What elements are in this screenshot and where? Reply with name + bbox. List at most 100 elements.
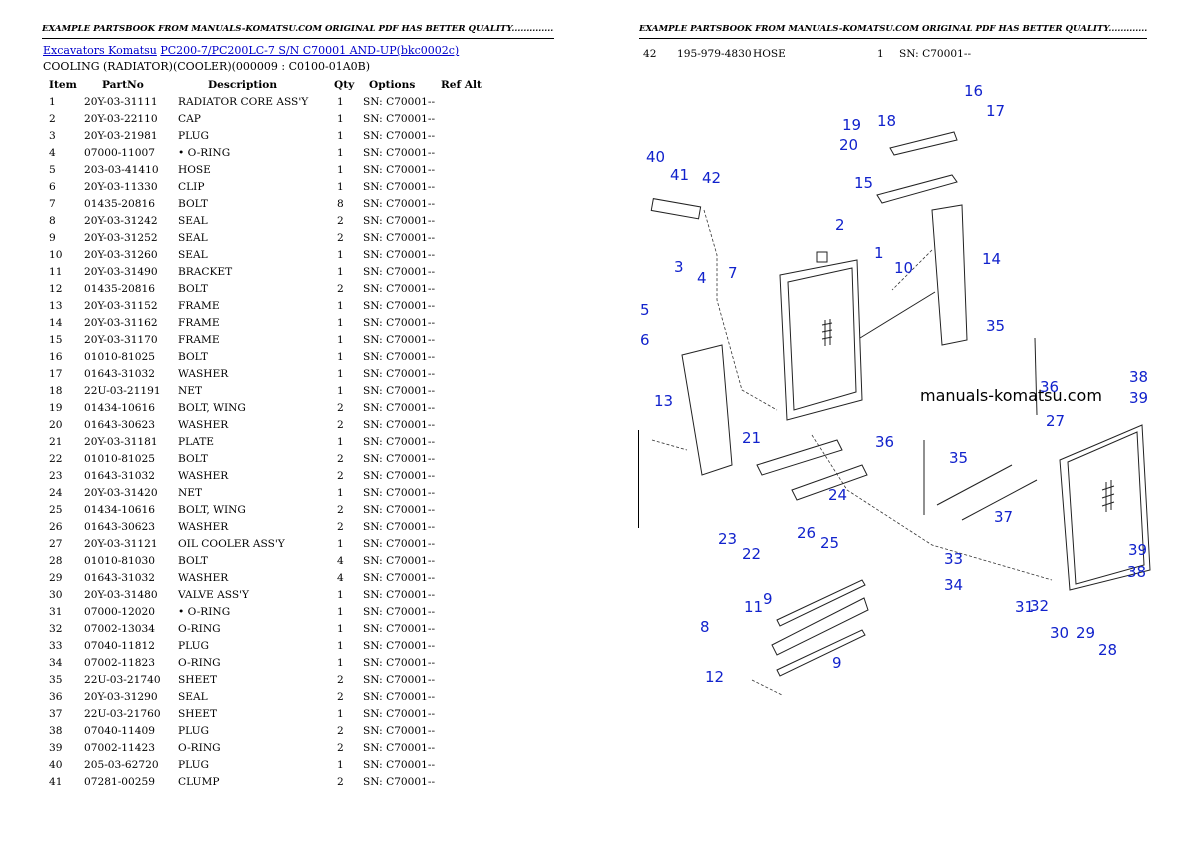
cell-options: SN: C70001-- [363,180,436,193]
breadcrumb-link-category[interactable]: Excavators Komatsu [43,44,157,57]
callout-label: 4 [697,269,707,287]
cell-ref-alt [441,263,491,280]
cell-options: SN: C70001-- [363,452,436,465]
cell-options: SN: C70001-- [363,265,436,278]
cell-item: 38 [49,724,63,737]
cell-partno: 01434-10616 [84,401,155,414]
callout-label: 3 [674,258,684,276]
cell-description: OIL COOLER ASS'Y [178,537,285,550]
callout-label: 38 [1129,368,1148,386]
callout-label: 34 [944,576,963,594]
cell-partno: 07000-11007 [84,146,155,159]
cell-partno: 01010-81025 [84,452,155,465]
callout-label: 2 [835,216,845,234]
cell-description: FRAME [178,333,220,346]
cell-qty: 1 [337,622,344,635]
cell-options: SN: C70001-- [363,146,436,159]
cell-options: SN: C70001-- [363,333,436,346]
cell-ref-alt [441,433,491,450]
cell-qty: 4 [337,554,344,567]
cell-partno: 01010-81030 [84,554,155,567]
cell-partno: 20Y-03-31490 [84,265,158,278]
cell-qty: 1 [337,333,344,346]
cell-ref-alt [441,739,491,756]
cell-ref-alt [441,212,491,229]
cell-item: 29 [49,571,63,584]
divider-line [638,430,639,528]
cell-qty: 8 [337,197,344,210]
cell-partno: 20Y-03-22110 [84,112,158,125]
callout-label: 18 [877,112,896,130]
cell-ref-alt [441,535,491,552]
cell-description: BOLT [178,282,208,295]
cell-partno: 20Y-03-31260 [84,248,158,261]
cell-options: SN: C70001-- [363,435,436,448]
cell-ref-alt [441,399,491,416]
net-top [889,131,958,156]
cell-qty: 1 [337,350,344,363]
callout-label: 42 [702,169,721,187]
cell-item: 12 [49,282,63,295]
cell-description: NET [178,486,203,499]
cell-options: SN: C70001-- [363,639,436,652]
callout-label: 39 [1128,541,1147,559]
cell-qty: 1 [337,367,344,380]
cell-description: SHEET [178,707,218,720]
cell-description: BOLT, WING [178,503,246,516]
cell-partno: 20Y-03-31121 [84,537,158,550]
cell-item: 22 [49,452,63,465]
cell-partno: 07281-00259 [84,775,155,788]
cell-options: SN: C70001-- [363,775,436,788]
breadcrumb-link-model[interactable]: PC200-7/PC200LC-7 S/N C70001 AND-UP(bkc0… [160,44,460,57]
cell-qty: 1 [337,639,344,652]
cell-options: SN: C70001-- [363,724,436,737]
cell-options: SN: C70001-- [363,112,436,125]
cell-partno: 07040-11812 [84,639,155,652]
plate [756,439,843,476]
cell-qty: 2 [337,690,344,703]
parts-table: Item PartNo Description Qty Options Ref … [43,77,491,790]
cell-partno: 22U-03-21760 [84,707,161,720]
callout-label: 22 [742,545,761,563]
cell-partno: 07000-12020 [84,605,155,618]
cell-description: BOLT [178,554,208,567]
cell-partno: 20Y-03-31152 [84,299,158,312]
cell-partno: 20Y-03-31252 [84,231,158,244]
row-partno: 195-979-4830 [677,48,752,60]
callout-labels: 1234567899101112131415161718192021222324… [640,82,1148,686]
cell-options: SN: C70001-- [363,282,436,295]
cell-item: 8 [49,214,56,227]
cell-options: SN: C70001-- [363,248,436,261]
cell-item: 41 [49,775,63,788]
row-item: 42 [643,48,657,60]
cell-qty: 2 [337,231,344,244]
cell-partno: 22U-03-21191 [84,384,161,397]
cell-qty: 1 [337,112,344,125]
cell-item: 25 [49,503,63,516]
cell-description: PLUG [178,758,209,771]
frame-top [876,174,958,204]
cell-partno: 20Y-03-31242 [84,214,158,227]
cell-partno: 07002-13034 [84,622,155,635]
callout-label: 9 [832,654,842,672]
callout-label: 36 [1040,378,1059,396]
cell-item: 19 [49,401,63,414]
cell-options: SN: C70001-- [363,401,436,414]
col-header-partno: PartNo [102,79,144,91]
cell-item: 32 [49,622,63,635]
cell-options: SN: C70001-- [363,231,436,244]
cell-options: SN: C70001-- [363,197,436,210]
cell-qty: 2 [337,214,344,227]
